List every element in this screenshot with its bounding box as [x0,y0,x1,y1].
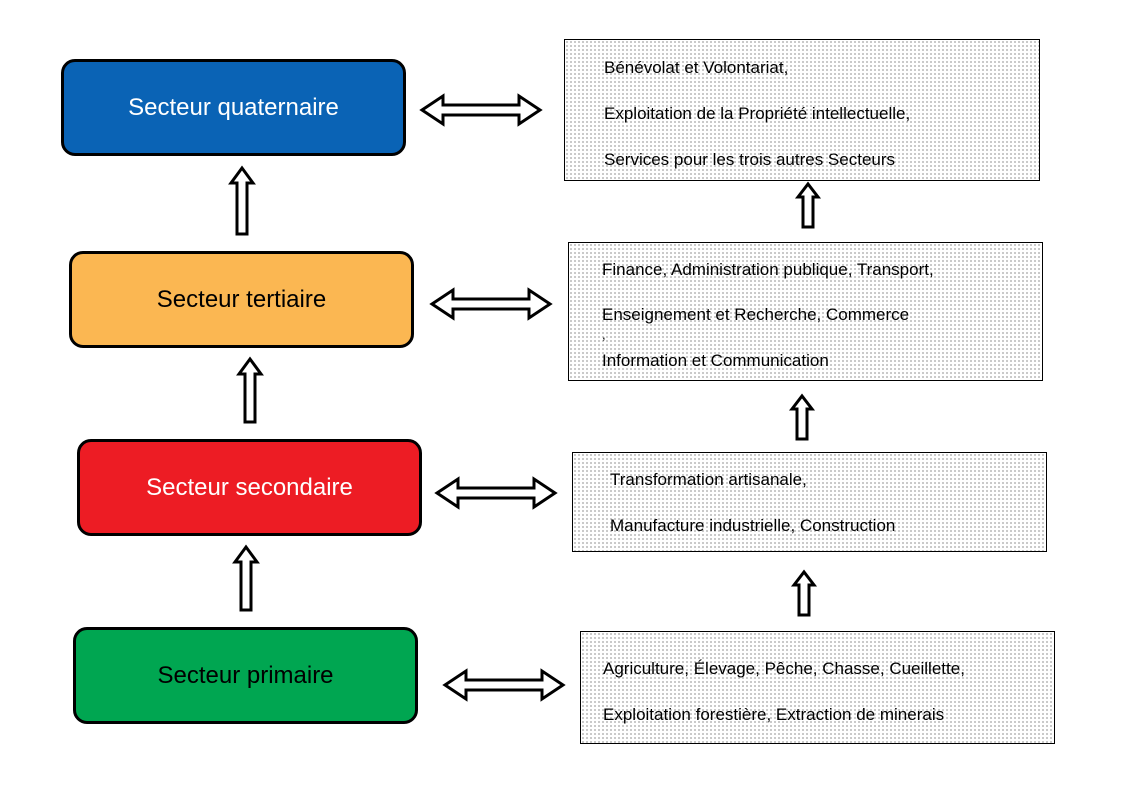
detail-tertiaire-line-1: Finance, Administration publique, Transp… [602,260,934,279]
detail-primaire-box: Agriculture, Élevage, Pêche, Chasse, Cue… [580,631,1055,744]
detail-secondaire-box: Transformation artisanale, Manufacture i… [572,452,1047,552]
detail-tertiaire-line-2: Enseignement et Recherche, Commerce [602,305,910,324]
detail-secondaire-line-2: Manufacture industrielle, Construction [610,516,896,535]
detail-primaire-line-1: Agriculture, Élevage, Pêche, Chasse, Cue… [603,659,965,678]
sector-quaternaire-box: Secteur quaternaire [61,59,406,156]
double-arrow-icon [429,287,553,321]
detail-tertiaire-line-3: , [602,327,606,342]
arrow-up-icon [228,165,256,236]
detail-tertiaire-box: Finance, Administration publique, Transp… [568,242,1043,381]
arrow-up-icon [236,356,264,424]
sector-secondaire-box: Secteur secondaire [77,439,422,536]
sector-tertiaire-label: Secteur tertiaire [156,285,327,313]
sector-primaire-label: Secteur primaire [157,661,334,689]
double-arrow-icon [419,93,543,127]
sector-tertiaire-box: Secteur tertiaire [69,251,414,348]
arrow-up-icon [788,393,816,441]
sector-secondaire-label: Secteur secondaire [146,473,353,501]
double-arrow-icon [442,668,566,702]
arrow-up-icon [794,181,822,229]
sector-primaire-box: Secteur primaire [73,627,418,724]
arrow-up-icon [232,544,260,612]
arrow-up-icon [790,569,818,617]
detail-quaternaire-box: Bénévolat et Volontariat, Exploitation d… [564,39,1040,181]
sector-quaternaire-label: Secteur quaternaire [128,93,339,121]
double-arrow-icon [434,476,558,510]
detail-secondaire-line-1: Transformation artisanale, [610,470,807,489]
detail-primaire-line-2: Exploitation forestière, Extraction de m… [603,705,945,724]
detail-quaternaire-line-3: Services pour les trois autres Secteurs [604,150,896,169]
detail-quaternaire-line-1: Bénévolat et Volontariat, [604,58,789,77]
detail-tertiaire-line-4: Information et Communication [602,351,829,370]
detail-quaternaire-line-2: Exploitation de la Propriété intellectue… [604,104,911,123]
